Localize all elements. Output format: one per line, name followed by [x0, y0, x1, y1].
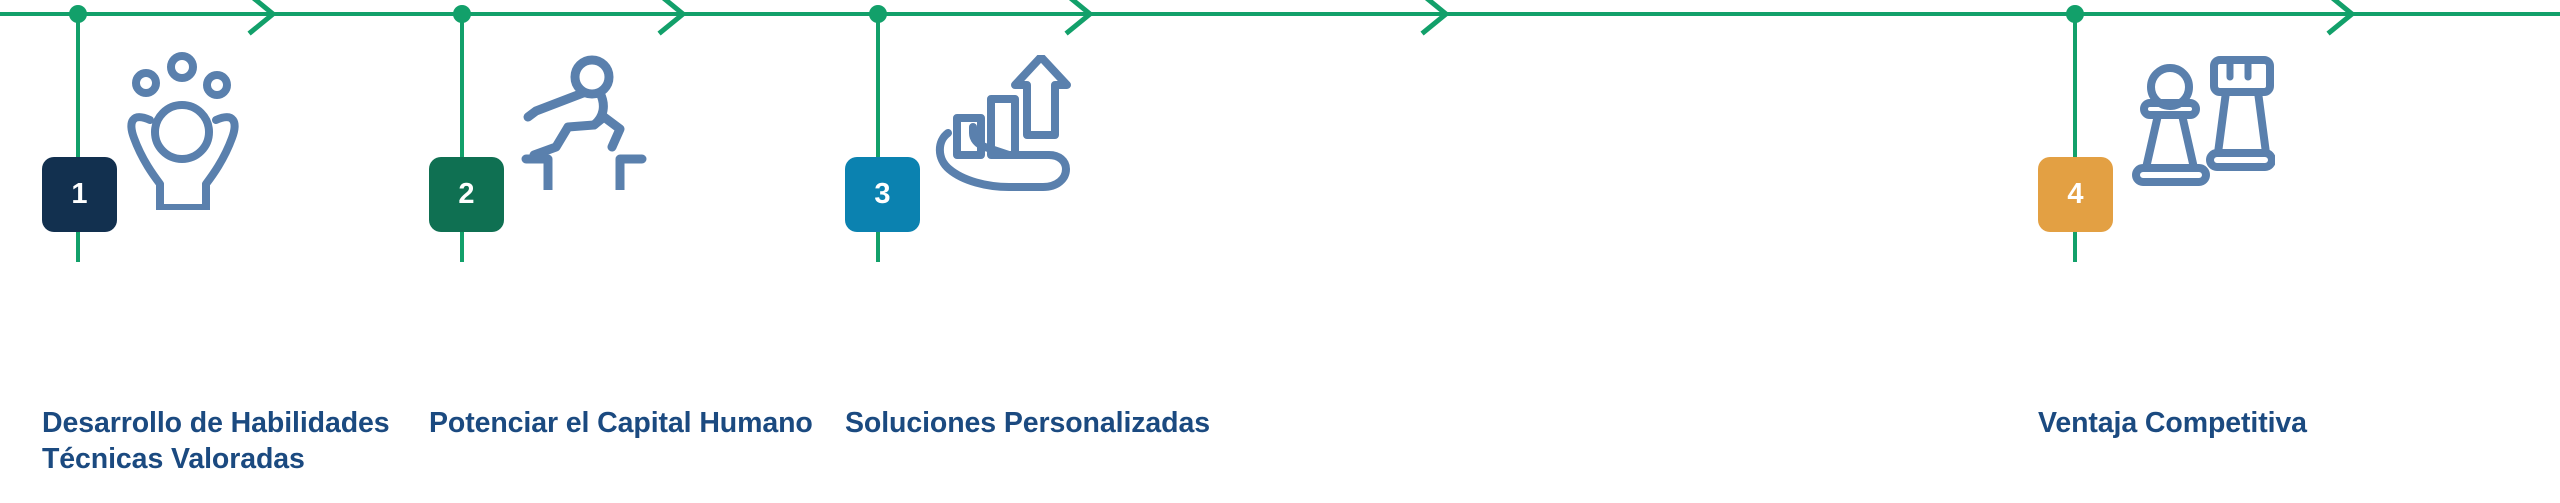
- timeline-step-4[interactable]: 4: [2000, 0, 2560, 503]
- step-number-badge-2[interactable]: 2: [429, 157, 504, 232]
- timeline-arrow-icon-4: [1420, 0, 1450, 36]
- step-label-4: Ventaja Competitiva: [2038, 407, 2307, 439]
- step-number-badge-4[interactable]: 4: [2038, 157, 2113, 232]
- hand-growth-chart-icon: [935, 53, 1080, 200]
- step-number-badge-1[interactable]: 1: [42, 157, 117, 232]
- timeline-step-1[interactable]: 1 Desarrollo de Habi: [0, 0, 420, 503]
- juggling-person-icon: [120, 50, 250, 214]
- chess-pieces-icon: [2130, 55, 2276, 190]
- step-label-2: Potenciar el Capital Humano: [429, 407, 813, 439]
- hurdle-runner-icon: [520, 55, 650, 195]
- timeline-step-2[interactable]: 2: [420, 0, 840, 503]
- timeline-step-3[interactable]: 3 Soluciones Personalizadas: [840, 0, 1260, 503]
- step-label-3: Soluciones Personalizadas: [845, 407, 1210, 439]
- step-number-badge-3[interactable]: 3: [845, 157, 920, 232]
- step-label-1: Desarrollo de Habilidades Técnicas Valor…: [42, 407, 390, 476]
